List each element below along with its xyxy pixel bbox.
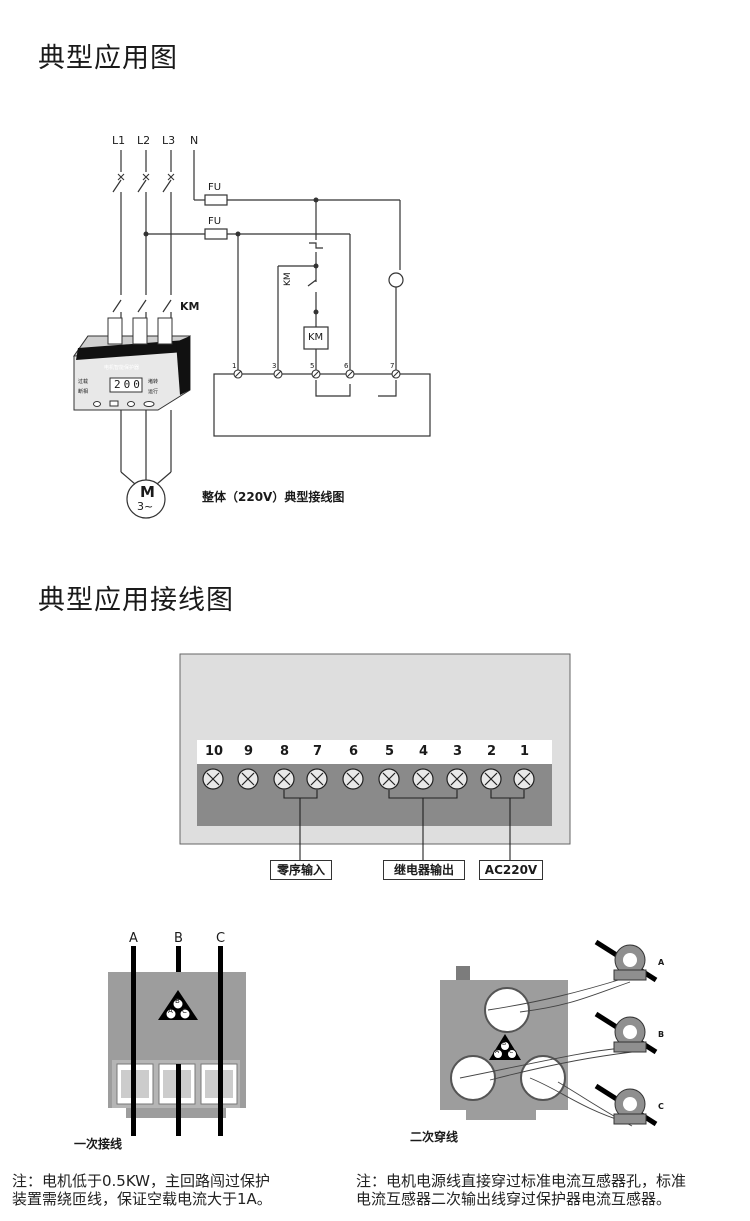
motor-sub-label: 3~ xyxy=(137,500,154,513)
terminal-label-1: 1 xyxy=(232,362,237,370)
terminal-number-7: 7 xyxy=(313,744,323,759)
fuse-label-1: FU xyxy=(208,182,222,193)
secondary-badge-c: C xyxy=(509,1048,514,1055)
primary-note-line2: 装置需绕匝线，保证空载电流大于1A。 xyxy=(12,1190,272,1208)
secondary-badge-b: B xyxy=(502,1040,507,1047)
schematic-caption: 整体（220V）典型接线图 xyxy=(202,490,345,504)
primary-note-line1: 注：电机低于0.5KW，主回路闯过保护 xyxy=(12,1172,270,1190)
primary-wiring-diagram xyxy=(108,939,658,1136)
secondary-caption: 二次穿线 xyxy=(410,1130,459,1144)
phase-label-l3: L3 xyxy=(162,134,176,147)
section-title-typical-application: 典型应用图 xyxy=(38,43,178,74)
phase-label-l1: L1 xyxy=(112,134,126,147)
group-label-relay-output: 继电器输出 xyxy=(383,860,465,880)
ct-label-a: A xyxy=(658,958,665,967)
primary-phase-c-label: C xyxy=(216,931,226,946)
device-display: 200 xyxy=(114,378,143,391)
primary-phase-b-label: B xyxy=(174,931,183,946)
terminal-number-3: 3 xyxy=(453,744,463,759)
primary-badge-a: A xyxy=(168,1007,173,1015)
primary-note: 注：电机低于0.5KW，主回路闯过保护 装置需绕匝线，保证空载电流大于1A。 xyxy=(12,1172,272,1208)
terminal-label-7: 7 xyxy=(390,362,395,370)
terminal-label-6: 6 xyxy=(344,362,349,370)
terminal-number-9: 9 xyxy=(244,744,254,759)
device-label-overload: 过载 xyxy=(78,379,89,385)
contactor-label: KM xyxy=(180,300,200,313)
terminal-number-10: 10 xyxy=(205,744,224,759)
device-name: 电机智能保护器 xyxy=(104,365,140,371)
terminal-block-diagram xyxy=(179,653,571,860)
primary-badge-b: B xyxy=(175,997,180,1005)
secondary-note: 注：电机电源线直接穿过标准电流互感器孔，标准 电流互感器二次输出线穿过保护器电流… xyxy=(356,1172,686,1208)
phase-label-n: N xyxy=(190,134,199,147)
secondary-badge-a: A xyxy=(495,1048,500,1055)
section-title-wiring-application: 典型应用接线图 xyxy=(38,585,234,616)
terminal-number-5: 5 xyxy=(385,744,395,759)
terminal-number-6: 6 xyxy=(349,744,359,759)
motor-label: M xyxy=(140,483,155,501)
group-label-zero-sequence: 零序输入 xyxy=(270,860,332,880)
fuse-label-2: FU xyxy=(208,216,222,227)
device-label-running: 运行 xyxy=(148,389,159,395)
coil-label: KM xyxy=(308,332,324,343)
aux-contact-label: KM xyxy=(283,272,293,286)
device-label-phase-loss: 断相 xyxy=(78,389,89,395)
device-label-stall: 堵转 xyxy=(148,379,159,385)
wiring-schematic xyxy=(73,150,431,519)
terminal-number-2: 2 xyxy=(487,744,497,759)
group-label-ac220v: AC220V xyxy=(479,860,543,880)
terminal-number-1: 1 xyxy=(520,744,530,759)
primary-caption: 一次接线 xyxy=(74,1137,123,1151)
terminal-number-8: 8 xyxy=(280,744,290,759)
secondary-note-line1: 注：电机电源线直接穿过标准电流互感器孔，标准 xyxy=(356,1172,687,1190)
ct-label-c: C xyxy=(658,1102,664,1111)
primary-badge-c: C xyxy=(182,1007,187,1015)
protector-device-illustration xyxy=(73,317,192,411)
phase-label-l2: L2 xyxy=(137,134,151,147)
ct-label-b: B xyxy=(658,1030,665,1039)
secondary-note-line2: 电流互感器二次输出线穿过保护器电流互感器。 xyxy=(356,1190,672,1208)
terminal-label-3: 3 xyxy=(272,362,277,370)
terminal-number-4: 4 xyxy=(419,744,429,759)
terminal-label-5: 5 xyxy=(310,362,315,370)
primary-phase-a-label: A xyxy=(129,931,138,946)
